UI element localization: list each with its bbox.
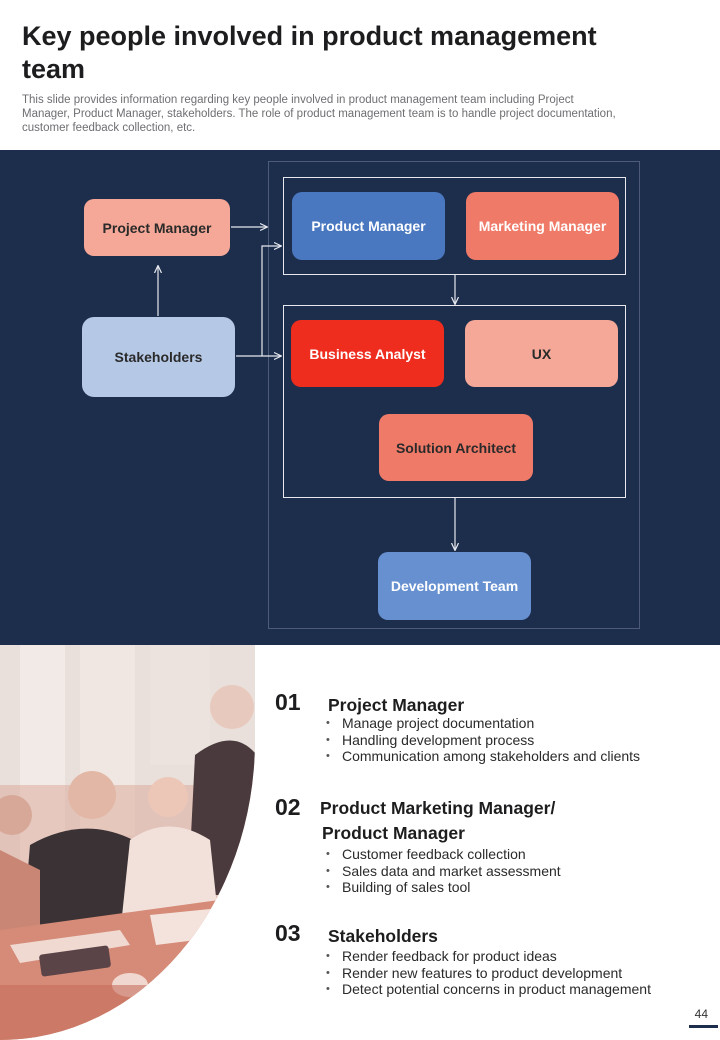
section-bullets: Render feedback for product ideas Render… bbox=[323, 948, 651, 998]
section-heading-line-1: Product Marketing Manager/ bbox=[320, 798, 556, 818]
bullet-item: Detect potential concerns in product man… bbox=[323, 981, 651, 998]
page-subtitle: This slide provides information regardin… bbox=[22, 94, 616, 134]
bullet-item: Handling development process bbox=[323, 732, 640, 749]
connector-branch-to-management-group bbox=[261, 246, 281, 356]
node-product-manager: Product Manager bbox=[292, 192, 445, 260]
bullet-item: Render new features to product developme… bbox=[323, 965, 651, 982]
bullet-item: Communication among stakeholders and cli… bbox=[323, 748, 640, 765]
team-outer-frame bbox=[268, 161, 640, 629]
bullet-item: Building of sales tool bbox=[323, 879, 561, 896]
node-development-team: Development Team bbox=[378, 552, 531, 620]
node-solution-architect: Solution Architect bbox=[379, 414, 533, 481]
bullet-item: Render feedback for product ideas bbox=[323, 948, 651, 965]
technical-group-frame bbox=[283, 305, 626, 498]
section-heading: Stakeholders bbox=[328, 926, 438, 946]
bullet-item: Customer feedback collection bbox=[323, 846, 561, 863]
node-ux: UX bbox=[465, 320, 618, 387]
bullet-item: Sales data and market assessment bbox=[323, 863, 561, 880]
page-number: 44 bbox=[694, 1007, 708, 1021]
section-heading: Project Manager bbox=[328, 695, 465, 715]
node-project-manager: Project Manager bbox=[84, 199, 230, 256]
section-number: 02 bbox=[275, 794, 301, 820]
management-group-frame bbox=[283, 177, 626, 275]
page-number-underline bbox=[689, 1025, 718, 1028]
section-number: 03 bbox=[275, 920, 301, 946]
bullet-item: Manage project documentation bbox=[323, 715, 640, 732]
node-stakeholders: Stakeholders bbox=[82, 317, 235, 397]
page-title: Key people involved in product managemen… bbox=[22, 21, 597, 84]
node-business-analyst: Business Analyst bbox=[291, 320, 444, 387]
diagram-connectors bbox=[0, 150, 720, 645]
team-meeting-photo bbox=[0, 645, 255, 1040]
section-bullets: Manage project documentation Handling de… bbox=[323, 715, 640, 765]
section-bullets: Customer feedback collection Sales data … bbox=[323, 846, 561, 896]
node-marketing-manager: Marketing Manager bbox=[466, 192, 619, 260]
team-meeting-illustration bbox=[0, 645, 255, 1040]
section-heading-line-2: Product Manager bbox=[322, 823, 465, 843]
section-number: 01 bbox=[275, 689, 301, 715]
org-flow-diagram: Project Manager Stakeholders Product Man… bbox=[0, 150, 720, 645]
